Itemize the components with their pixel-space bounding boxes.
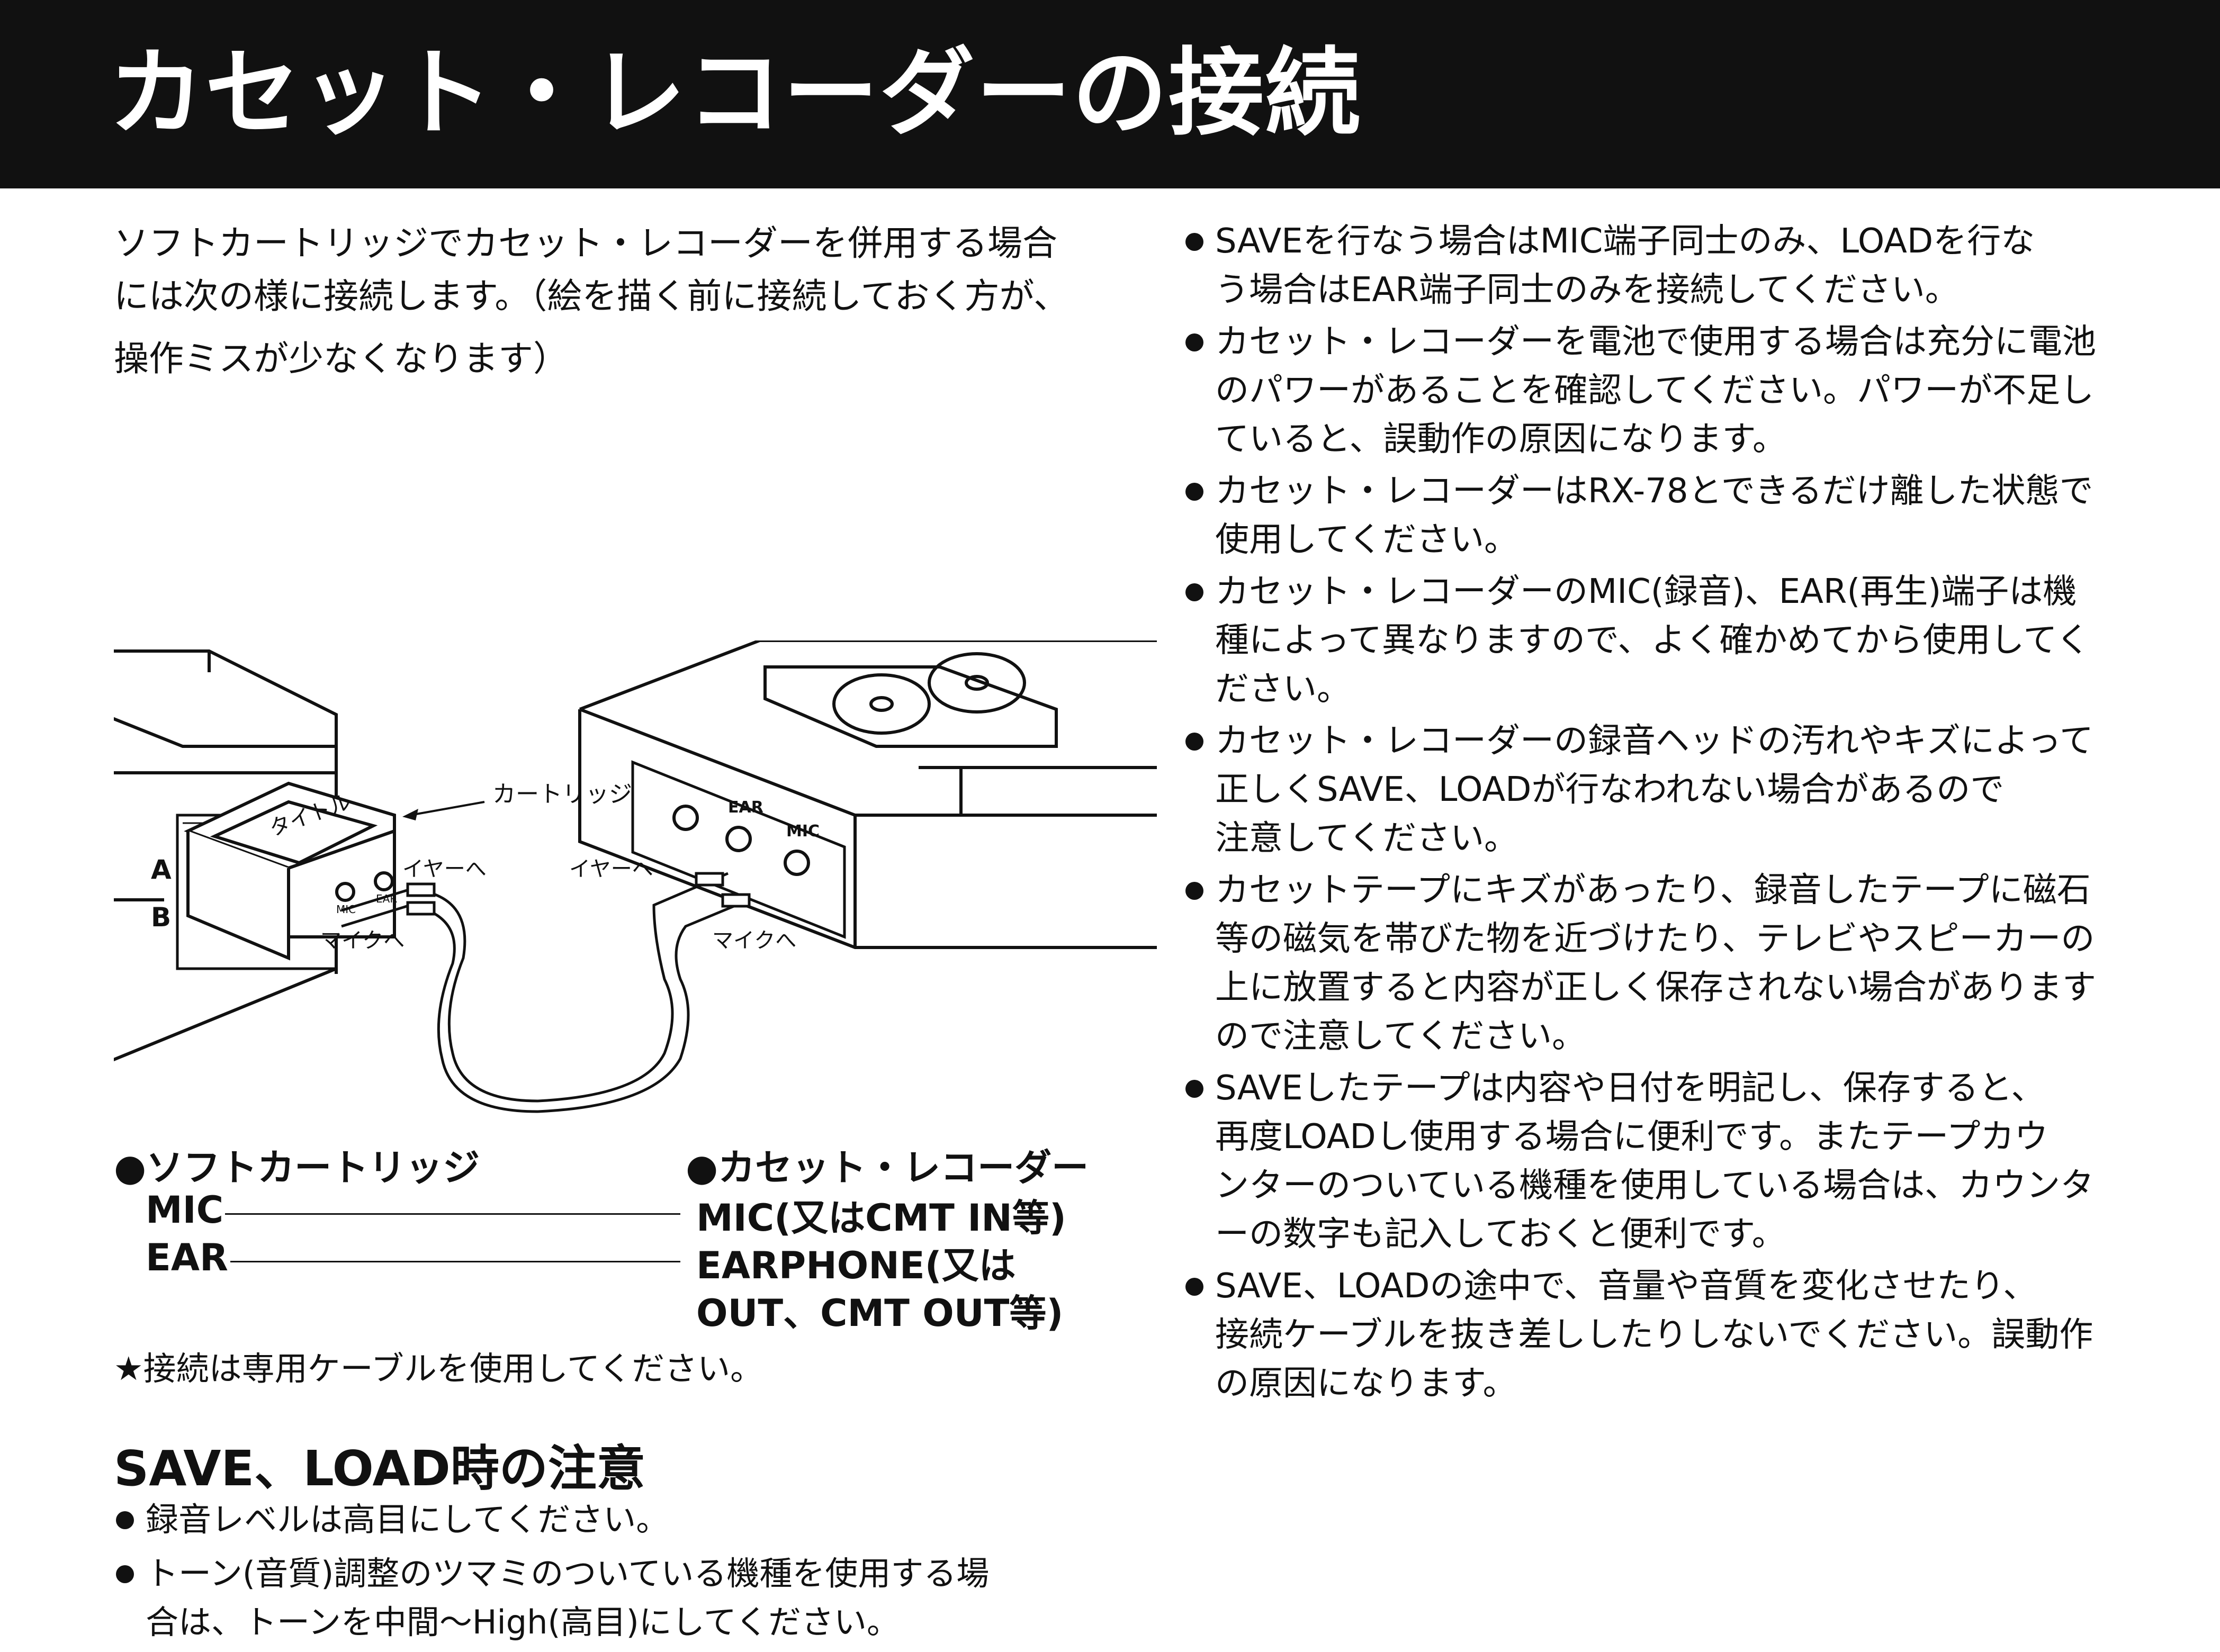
cartridge-arrow-head	[402, 809, 418, 820]
title-banner: カセット・レコーダーの接続	[0, 0, 2220, 188]
intro-line: ソフトカートリッジでカセット・レコーダーを併用する場合	[114, 223, 1057, 264]
ear-label: EAR	[146, 1236, 228, 1279]
cartridge-arrow-line	[410, 801, 485, 816]
connection-table: ●ソフトカートリッジ ●カセット・レコーダー MIC MIC(又はCMT IN等…	[114, 1138, 1089, 1350]
list-item: カセット・レコーダーはRX-78とできるだけ離した状態で 使用してください。	[1183, 467, 2136, 564]
recorder-mic-label: MIC	[786, 822, 820, 841]
ear-target-line2: OUT、CMT OUT等)	[696, 1292, 1064, 1335]
mic-label: MIC	[146, 1188, 224, 1232]
to-mic-right-label: マイクへ	[712, 928, 796, 953]
intro-text: ソフトカートリッジでカセット・レコーダーを併用する場合 には次の様に接続します。…	[114, 217, 1069, 385]
connection-illustration: カートリッジ タイトル A B MIC EAR EAR MIC イヤーへ マイク…	[114, 640, 1157, 1113]
slot-a-label: A	[151, 854, 172, 885]
list-item: カセットテープにキズがあったり、録音したテープに磁石 等の磁気を帯びた物を近づけ…	[1183, 866, 2136, 1061]
connection-diagram: カートリッジ タイトル A B MIC EAR EAR MIC イヤーへ マイク…	[114, 640, 1157, 1117]
list-item: SAVEしたテープは内容や日付を明記し、保存すると、 再度LOADし使用する場合…	[1183, 1064, 2136, 1259]
bullet-icon	[1185, 733, 1203, 751]
cartridge-mic-label: MIC	[336, 903, 356, 916]
list-item: SAVE、LOADの途中で、音量や音質を変化させたり、 接続ケーブルを抜き差しし…	[1183, 1262, 2136, 1408]
cartridge-ear-label: EAR	[376, 892, 397, 905]
ear-target-line1: EARPHONE(又は	[696, 1244, 1016, 1287]
bullet-icon	[1185, 233, 1203, 251]
ear-connector-line	[230, 1261, 680, 1262]
left-column: ソフトカートリッジでカセット・レコーダーを併用する場合 には次の様に接続します。…	[114, 217, 1157, 1641]
cartridge-label: カートリッジ	[492, 781, 632, 808]
list-item: 録音レベルは高目にしてください。	[114, 1495, 1056, 1544]
recorder-header: ●カセット・レコーダー	[686, 1146, 1089, 1189]
list-item: カセット・レコーダーのMIC(録音)、EAR(再生)端子は機 種によって異なりま…	[1183, 567, 2136, 714]
mic-target: MIC(又はCMT IN等)	[696, 1196, 1066, 1240]
bullet-icon	[116, 1565, 134, 1583]
page-title: カセット・レコーダーの接続	[109, 38, 1362, 149]
bullet-icon	[1185, 1278, 1203, 1296]
intro-line: 操作ミスが少なくなります）	[114, 338, 568, 379]
to-mic-left-label: マイクへ	[320, 928, 405, 953]
bullet-icon	[116, 1511, 134, 1529]
list-item: カセット・レコーダーを電池で使用する場合は充分に電池 のパワーがあることを確認し…	[1183, 318, 2136, 464]
bullet-icon	[1185, 333, 1203, 351]
slot-b-label: B	[151, 902, 171, 933]
mic-connector-line	[225, 1213, 680, 1215]
list-item: トーン(音質)調整のツマミのついている機種を使用する場 合は、トーンを中間〜Hi…	[114, 1549, 1056, 1647]
recorder-shape	[578, 640, 1157, 949]
cartridge-shape	[184, 781, 396, 961]
bullet-icon	[1185, 1080, 1203, 1098]
bullet-icon	[1185, 882, 1203, 900]
cable-note: ★接続は専用ケーブルを使用してください。	[114, 1349, 763, 1388]
bullet-icon	[1185, 583, 1203, 601]
cartridge-header: ●ソフトカートリッジ	[114, 1146, 480, 1189]
intro-line: には次の様に接続します。（絵を描く前に接続しておく方が、	[114, 276, 1069, 317]
save-load-notes: 録音レベルは高目にしてください。 トーン(音質)調整のツマミのついている機種を使…	[114, 1495, 1056, 1652]
list-item: SAVEを行なう場合はMIC端子同士のみ、LOADを行な う場合はEAR端子同士…	[1183, 217, 2136, 314]
recorder-ear-label: EAR	[728, 798, 763, 817]
bullet-icon	[1185, 483, 1203, 501]
list-item: カセット・レコーダーの録音ヘッドの汚れやキズによって 正しくSAVE、LOADが…	[1183, 717, 2136, 863]
cable-shape	[341, 872, 751, 1113]
save-load-heading: SAVE、LOAD時の注意	[114, 1440, 645, 1497]
to-ear-left-label: イヤーへ	[402, 857, 487, 881]
right-column: SAVEを行なう場合はMIC端子同士のみ、LOADを行な う場合はEAR端子同士…	[1183, 217, 2136, 1411]
to-ear-right-label: イヤーへ	[569, 857, 653, 881]
